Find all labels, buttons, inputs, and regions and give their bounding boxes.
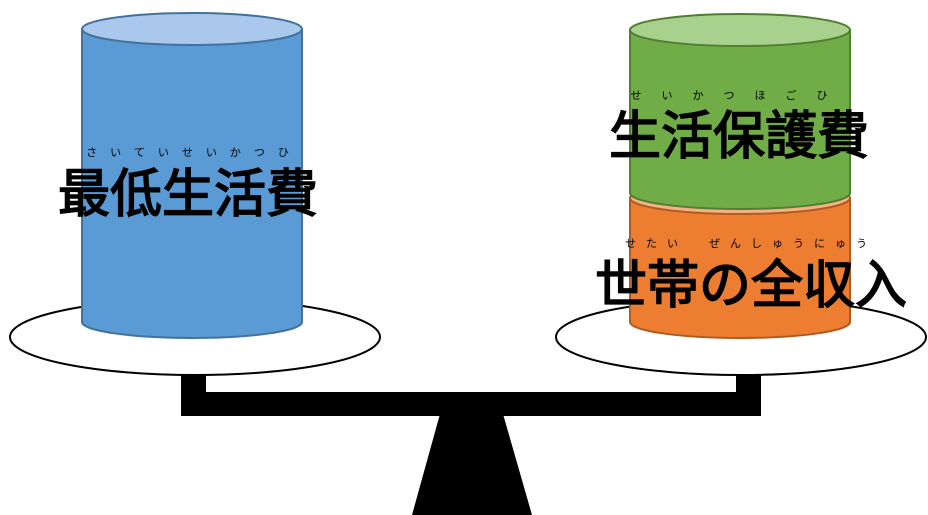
left-cylinder: [81, 12, 303, 339]
right-upper-cylinder: [629, 13, 851, 210]
scale-right-arm: [736, 370, 761, 416]
scale-stand: [412, 414, 532, 515]
ruby-left: さいていせいかつひ: [86, 146, 302, 159]
scale-left-arm: [181, 370, 206, 416]
label-right-upper: 生活保護費: [609, 107, 869, 167]
label-left: 最低生活費: [58, 165, 318, 225]
scale-beam: [181, 392, 761, 416]
label-right-lower: 世帯の全収入: [595, 256, 907, 316]
ruby-right-upper: せいかつほごひ: [631, 88, 848, 102]
ruby-right-lower: せたい ぜんしゅうにゅう: [625, 237, 877, 250]
